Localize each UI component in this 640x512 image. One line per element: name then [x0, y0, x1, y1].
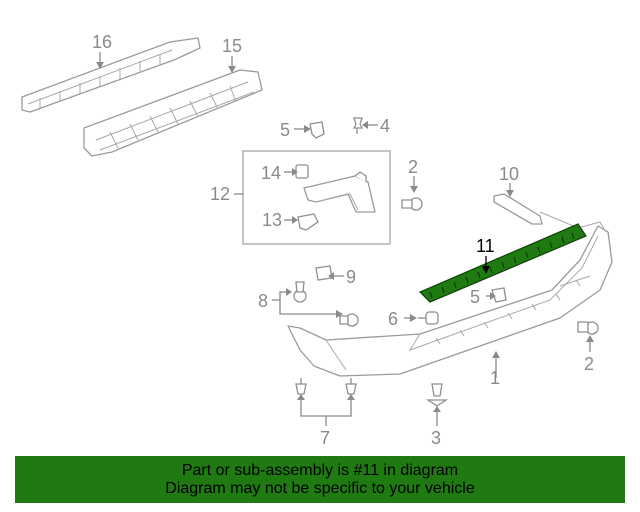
callout-15: 15: [222, 36, 242, 56]
callout-10: 10: [499, 164, 519, 184]
callout-8: 8: [258, 291, 268, 311]
part-12-bracket-kit: [242, 150, 391, 245]
callout-1: 1: [490, 368, 500, 388]
fastener-2-lower: [577, 321, 599, 335]
part-14-clip: [295, 164, 309, 179]
vehicle-fit-banner: Part or sub-assembly is #11 in diagram D…: [15, 456, 625, 503]
fastener-7-right: [345, 378, 357, 395]
callout-5-lower: 5: [470, 287, 480, 307]
banner-line-part-number: Part or sub-assembly is #11 in diagram: [181, 461, 459, 479]
fastener-8-upper: [293, 281, 307, 303]
callout-7: 7: [320, 428, 330, 448]
fastener-2-upper: [401, 197, 423, 211]
fastener-9: [315, 265, 333, 281]
callout-labels: 16 15 5 4 2 10 12 14 13 11 9 8 6 5 1 2 7…: [92, 32, 594, 448]
callout-14: 14: [261, 163, 281, 183]
part-1-bumper-cover: [287, 211, 613, 377]
fastener-3: [425, 383, 449, 407]
callout-5-upper: 5: [280, 120, 290, 140]
fastener-8-lower: [339, 313, 359, 327]
fastener-5-upper: [309, 121, 325, 139]
callout-9: 9: [346, 267, 356, 287]
parts-diagram: 16 15 5 4 2 10 12 14 13 11 9 8 6 5 1 2 7…: [21, 32, 613, 448]
fastener-6: [418, 311, 439, 325]
part-11-step-pad-highlighted: [418, 223, 587, 303]
fastener-5-lower: [491, 287, 507, 303]
callout-4: 4: [380, 116, 390, 136]
banner-line-disclaimer: Diagram may not be specific to your vehi…: [165, 479, 475, 497]
callout-11: 11: [476, 236, 495, 256]
part-13-clip: [297, 213, 319, 231]
part-15-energy-absorber: [83, 69, 263, 157]
fastener-7-left: [295, 378, 307, 395]
callout-6: 6: [388, 309, 398, 329]
fastener-4: [352, 117, 364, 134]
part-10-bracket: [493, 193, 543, 225]
callout-13: 13: [262, 210, 282, 230]
callout-3: 3: [431, 428, 441, 448]
part-16-reinforcement-bar: [21, 37, 201, 113]
leader-lines: [96, 52, 594, 426]
callout-2-lower: 2: [584, 354, 594, 374]
callout-16: 16: [92, 32, 112, 52]
callout-12: 12: [210, 184, 230, 204]
callout-2-upper: 2: [408, 157, 418, 177]
